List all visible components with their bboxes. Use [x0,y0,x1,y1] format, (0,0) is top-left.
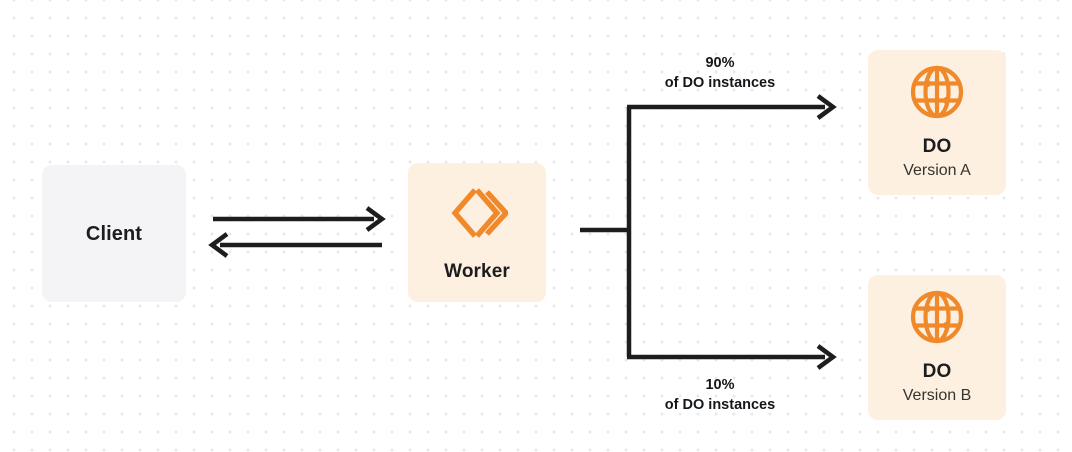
node-do-b-sublabel: Version B [902,387,972,405]
edge-worker-branch-trunk [580,107,632,357]
node-do-version-a[interactable]: DO Version A [868,50,1006,195]
cloudflare-workers-icon [446,182,510,249]
edge-label-do-b-text: of DO instances [664,397,776,413]
node-client[interactable]: Client [42,165,186,302]
node-do-a-label: DO [922,136,952,158]
node-worker[interactable]: Worker [408,163,546,302]
edge-label-do-b-percent: 10% [705,377,735,393]
edge-label-do-a: 90% of DO instances [655,53,785,93]
edge-worker-to-do-b [627,344,837,370]
node-client-label: Client [85,222,143,245]
node-do-b-label: DO [922,361,952,383]
node-do-a-sublabel: Version A [903,162,971,180]
node-do-version-b[interactable]: DO Version B [868,275,1006,420]
edge-label-do-a-text: of DO instances [664,75,776,91]
globe-icon [908,288,966,351]
edge-worker-to-do-a [627,94,837,120]
node-worker-label: Worker [444,260,510,282]
edge-worker-to-client [208,232,382,258]
edge-label-do-a-percent: 90% [705,55,735,71]
edge-label-do-b: 10% of DO instances [655,375,785,415]
edge-client-to-worker [213,206,386,232]
globe-icon [908,63,966,126]
